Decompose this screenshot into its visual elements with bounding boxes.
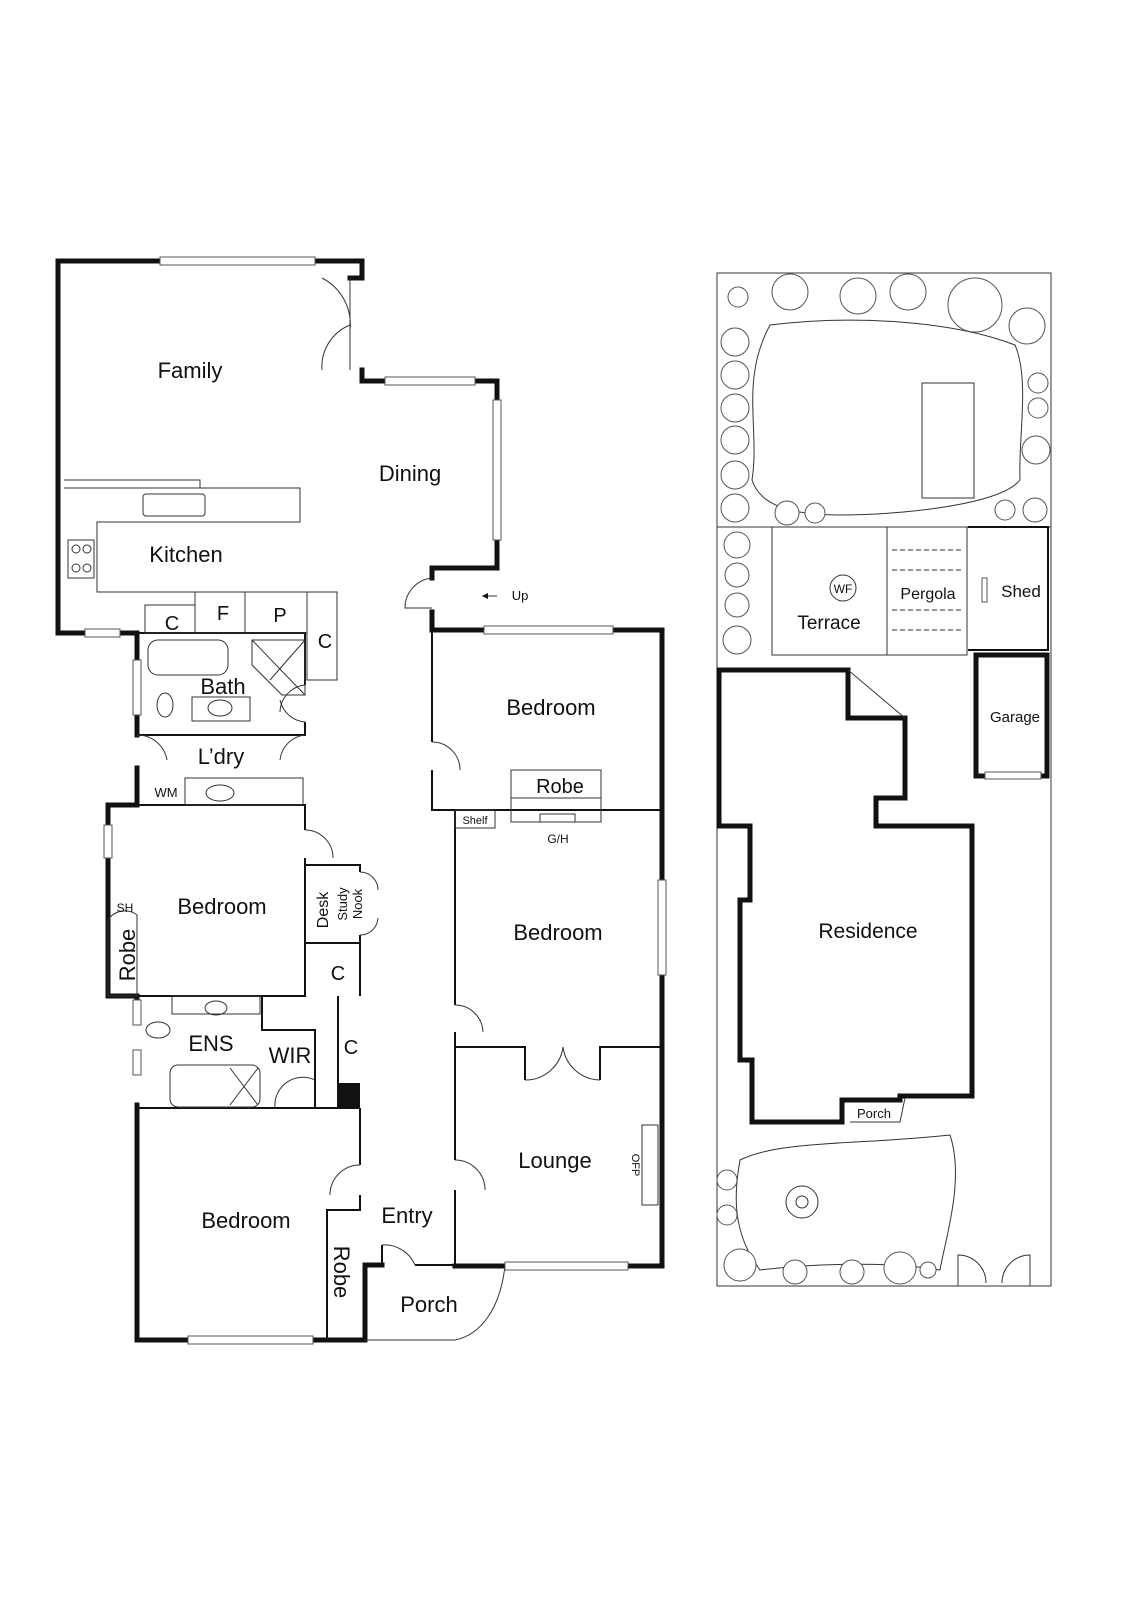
tree-icon (1008, 307, 1046, 345)
label-garage: Garage (990, 709, 1040, 726)
label-sh: SH (117, 901, 134, 915)
room-label-bedroom: Bedroom (201, 1208, 290, 1233)
room-label-dining: Dining (379, 461, 441, 486)
label-pergola: Pergola (900, 586, 955, 603)
room-label-porch: Porch (400, 1292, 457, 1317)
room-label-bedroom: Bedroom (506, 695, 595, 720)
tree-icon (720, 327, 750, 357)
tree-icon (782, 1259, 808, 1285)
tree-icon (771, 273, 809, 311)
tree-icon (1022, 497, 1048, 523)
label-shed: Shed (1001, 582, 1041, 601)
room-label-laundry: L’dry (198, 744, 244, 769)
site-labels: WF Terrace Pergola Shed Garage Residence… (797, 582, 1041, 1121)
tree-icon (883, 1251, 917, 1285)
tree-icon (724, 562, 750, 588)
room-label-ensuite: ENS (188, 1031, 233, 1056)
label-robe: Robe (115, 929, 140, 982)
tree-icon (804, 502, 826, 524)
room-label-family: Family (158, 358, 223, 383)
tree-icon (720, 460, 750, 490)
label-cupboard: C (331, 963, 345, 985)
tree-icon (716, 1169, 738, 1191)
tree-icon (774, 500, 800, 526)
tree-icon (723, 531, 751, 559)
tree-icon (839, 277, 877, 315)
room-label-kitchen: Kitchen (149, 542, 222, 567)
tree-icon (720, 393, 750, 423)
label-robe: Robe (329, 1246, 354, 1299)
tree-icon (716, 1204, 738, 1226)
label-pantry: P (273, 605, 286, 627)
room-label-lounge: Lounge (518, 1148, 591, 1173)
room-label-wir: WIR (269, 1043, 312, 1068)
label-wf: WF (834, 582, 853, 596)
trees (716, 273, 1051, 1285)
tree-icon (722, 625, 752, 655)
label-ofp: OFP (629, 1154, 641, 1177)
label-cupboard: C (344, 1037, 358, 1059)
room-label-bedroom: Bedroom (513, 920, 602, 945)
tree-icon (919, 1261, 937, 1279)
tree-icon (994, 499, 1016, 521)
label-up: Up (512, 588, 529, 603)
label-cupboard: C (165, 613, 179, 635)
label-porch: Porch (857, 1106, 891, 1121)
tree-icon (1027, 372, 1049, 394)
label-robe: Robe (536, 776, 584, 798)
tree-icon (1027, 397, 1049, 419)
label-desk: Desk (315, 891, 332, 928)
label-gh: G/H (547, 832, 568, 846)
tree-icon (720, 493, 750, 523)
tree-icon (720, 425, 750, 455)
label-wm: WM (154, 785, 177, 800)
tree-icon (727, 286, 749, 308)
room-label-entry: Entry (381, 1203, 432, 1228)
label-cupboard: C (318, 631, 332, 653)
room-label-bath: Bath (200, 674, 245, 699)
tree-icon (947, 277, 1003, 333)
tree-icon (839, 1259, 865, 1285)
tree-icon (889, 273, 927, 311)
label-study: Study (335, 887, 350, 921)
site-plan (716, 272, 1052, 1287)
label-nook: Nook (350, 888, 365, 919)
label-terrace: Terrace (797, 613, 860, 634)
label-residence: Residence (818, 920, 917, 943)
tree-icon (1021, 435, 1051, 465)
tree-icon (720, 360, 750, 390)
tree-icon (723, 1248, 757, 1282)
label-shelf: Shelf (462, 815, 488, 827)
tree-icon (724, 592, 750, 618)
house-walls (55, 256, 667, 1345)
label-fridge: F (217, 603, 229, 625)
room-label-bedroom: Bedroom (177, 894, 266, 919)
house-labels: Family Dining Kitchen C F P C Bath L’dry… (115, 358, 641, 1317)
